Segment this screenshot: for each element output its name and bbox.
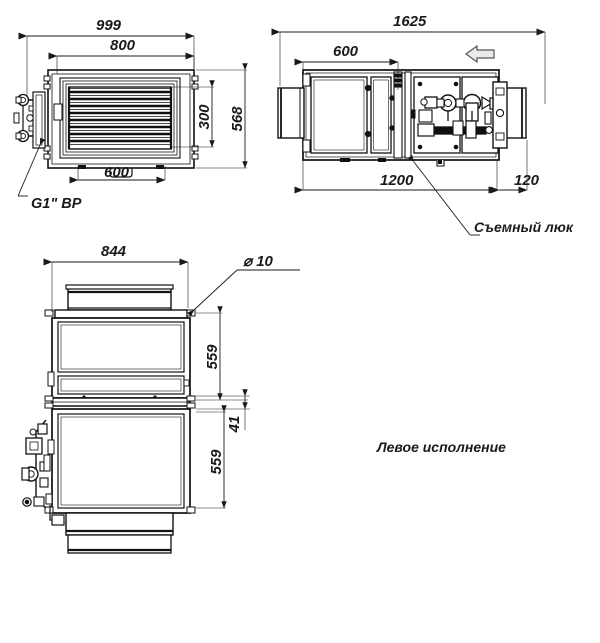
upper-panel-small-inner: [60, 378, 182, 392]
dim-label-844: 844: [101, 243, 127, 260]
mid-bolt-right: [153, 395, 157, 399]
side-piping-assembly: [21, 419, 65, 526]
upper-panel-large: [57, 321, 185, 373]
callout-label-g1bp: G1" ВР: [31, 196, 82, 212]
dimension-600-front: 600: [69, 164, 166, 184]
casing-brackets: [43, 75, 199, 160]
dimension-559-lower: 559: [196, 405, 227, 509]
dim-label-600-plan: 600: [333, 43, 359, 60]
dim-label-999: 999: [96, 17, 122, 34]
bottom-duct: [65, 512, 174, 554]
terminal-block: [492, 81, 508, 149]
left-handle-upper: [47, 371, 55, 387]
left-handle-lower: [47, 439, 55, 455]
divider-posts: [393, 71, 412, 159]
side-access-panel: [53, 103, 63, 121]
dim-label-41: 41: [226, 416, 243, 434]
foot-left: [78, 165, 86, 169]
callout-diameter10: ⌀ 10: [187, 253, 300, 317]
mid-bolt-left: [82, 395, 86, 399]
panel-section-2-inner: [373, 79, 389, 151]
dim-label-800: 800: [110, 37, 136, 54]
dim-label-559-lower: 559: [208, 449, 225, 475]
dimension-800: 800: [48, 37, 195, 74]
view-side: 844 ⌀ 10 559 41 559: [21, 243, 300, 554]
lower-panel: [57, 413, 185, 509]
dimension-559-upper: 559: [196, 306, 248, 401]
callout-g1bp: G1" ВР: [17, 137, 82, 212]
dimension-1200: 1200: [294, 160, 498, 194]
hinges-latches: [302, 73, 459, 153]
dim-label-600-front: 600: [104, 164, 130, 181]
callout-label-diameter10: ⌀ 10: [243, 253, 274, 270]
dimension-568: 568: [196, 63, 248, 169]
lower-panel-inner: [60, 416, 182, 506]
right-tab: [183, 379, 190, 387]
dimension-41: 41: [196, 389, 250, 434]
casing-inner: [51, 73, 191, 165]
plan-drain-cap: [438, 160, 442, 164]
dim-label-300: 300: [196, 104, 213, 130]
dimension-999: 999: [18, 17, 195, 96]
top-duct: [65, 284, 174, 311]
dimension-844: 844: [43, 243, 189, 312]
dimension-1625: 1625: [271, 13, 546, 104]
panel-section-1-inner: [313, 79, 365, 151]
dimension-300: 300: [172, 80, 215, 148]
plan-foot-mid: [378, 158, 386, 162]
dim-label-568: 568: [229, 106, 246, 132]
plan-foot-left: [340, 158, 350, 162]
water-connection-assembly: [13, 91, 46, 149]
airflow-arrow-icon: [464, 44, 495, 64]
dim-label-1625: 1625: [393, 13, 427, 30]
foot-right: [156, 165, 164, 169]
dim-label-559-upper: 559: [204, 344, 221, 370]
dim-label-1200: 1200: [380, 172, 414, 189]
top-flange: [54, 309, 188, 319]
panel-section-1: [310, 76, 368, 154]
heat-exchanger-fins: [67, 86, 173, 150]
dimension-120: 120: [490, 140, 540, 194]
panel-section-2: [370, 76, 392, 154]
upper-panel-large-inner: [60, 324, 182, 370]
dim-label-120: 120: [514, 172, 540, 189]
duct-spigot-left: [277, 87, 305, 139]
view-front: 999 800 600 300 568: [13, 17, 248, 212]
dimension-600-plan: 600: [294, 43, 399, 90]
callout-label-hatch: Съемный люк: [474, 219, 574, 235]
callout-hatch: Съемный люк: [407, 154, 574, 236]
execution-note: Левое исполнение: [376, 439, 506, 455]
view-plan: 1625 600 1200 120 Съемный люк: [271, 13, 574, 236]
